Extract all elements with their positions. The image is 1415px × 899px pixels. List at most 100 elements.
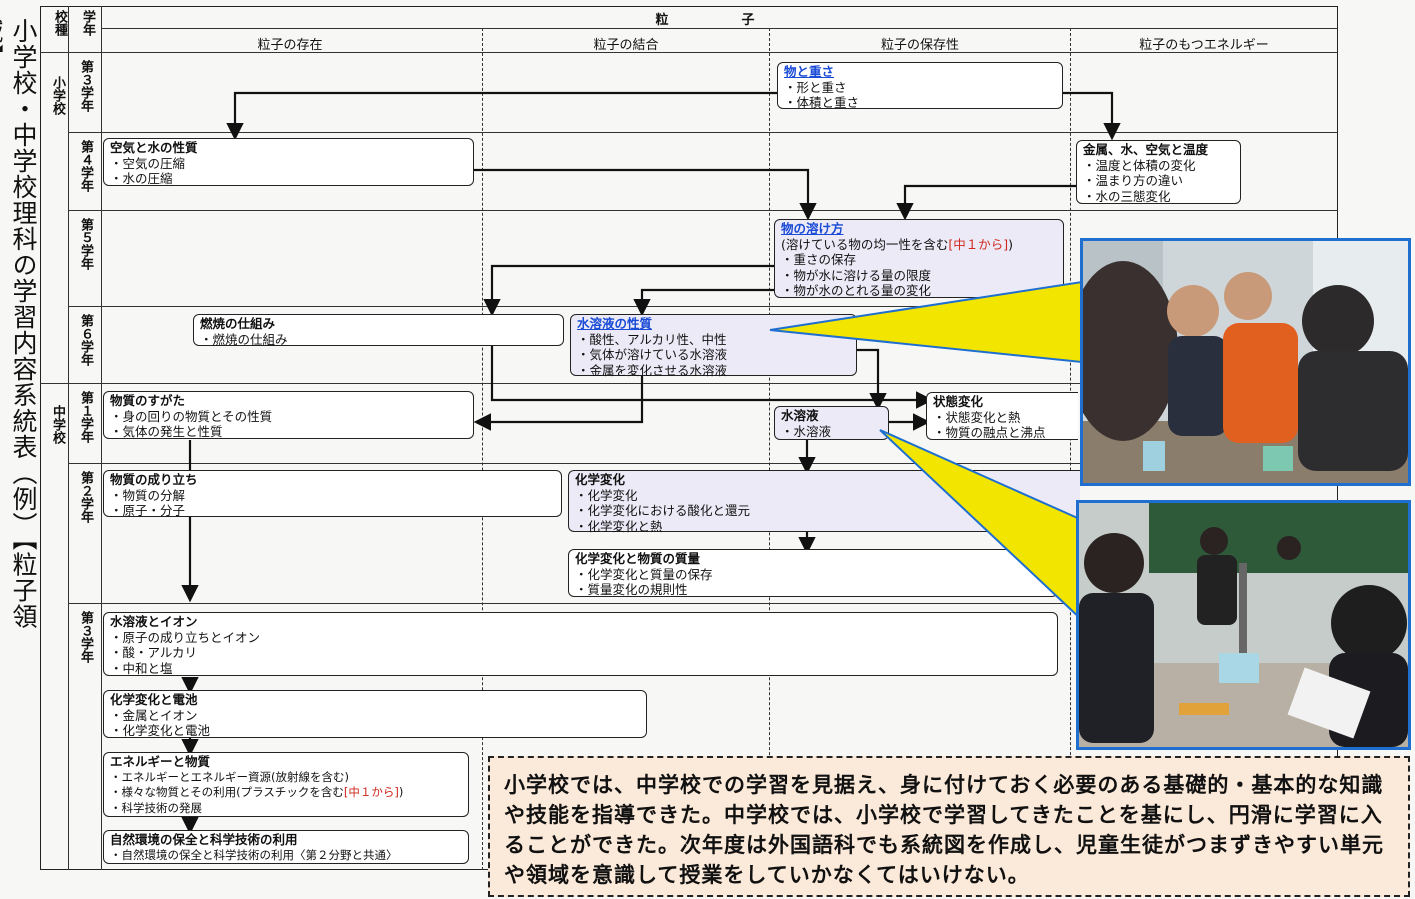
unit-suiyoueki: 水溶液 ・水溶液 <box>774 406 889 440</box>
unit-item: ・酸・アルカリ <box>110 645 198 660</box>
unit-item: ・金属とイオン <box>110 707 198 723</box>
unit-item: ・燃焼の仕組み <box>200 331 288 347</box>
unit-item: ・水溶液 <box>781 423 832 439</box>
school-type-header: 校種 <box>52 10 67 36</box>
row-line <box>68 210 1338 211</box>
unit-item: ・物が水のとれる量の変化 <box>781 283 932 298</box>
unit-item: ・物質の分解 <box>110 487 186 503</box>
unit-item: ・酸性、アルカリ性、中性 <box>577 331 727 347</box>
unit-kinzoku: 金属、水、空気と温度 ・温度と体積の変化 ・温まり方の違い ・水の三態変化 <box>1076 140 1241 204</box>
unit-title: 物質のすがた <box>110 393 186 408</box>
unit-ion: 水溶液とイオン ・原子の成り立ちとイオン ・酸・アルカリ ・中和と塩 <box>103 612 1058 676</box>
unit-item: ・中和と塩 <box>110 660 173 676</box>
unit-title: エネルギーと物質 <box>110 754 211 769</box>
unit-subtitle: (溶けている物の均一性を含む[中１から]) <box>781 237 1057 253</box>
unit-kuuki-mizu: 空気と水の性質 ・空気の圧縮 ・水の圧縮 <box>103 138 474 186</box>
unit-title: 化学変化 <box>575 472 626 487</box>
header-divider <box>101 28 1338 29</box>
unit-title: 自然環境の保全と科学技術の利用 <box>110 832 298 847</box>
unit-title: 水溶液とイオン <box>110 614 198 629</box>
unit-item: ・物質の融点と沸点 <box>933 425 1046 440</box>
column-header-existence: 粒子の存在 <box>257 38 323 53</box>
unit-item: ・エネルギーとエネルギー資源(放射線を含む) <box>110 769 349 784</box>
grade-header: 学年 <box>80 10 95 36</box>
school-elementary: 小学校 <box>50 76 65 115</box>
unit-item: ・原子・分子 <box>110 503 186 518</box>
subtitle-text: (溶けている物の均一性を含む <box>781 236 949 252</box>
unit-title: 空気と水の性質 <box>110 140 198 155</box>
unit-item: ・気体が溶けている水溶液 <box>577 347 728 362</box>
unit-title: 物と重さ <box>784 64 835 79</box>
grade-e3: 第３学年 <box>78 60 93 112</box>
unit-shitsuryou: 化学変化と物質の質量 ・化学変化と質量の保存 ・質量変化の規則性 <box>568 549 1058 597</box>
unit-title: 燃焼の仕組み <box>200 316 276 331</box>
unit-item: ・空気の圧縮 <box>110 155 186 171</box>
grade-e6: 第６学年 <box>78 314 93 366</box>
unit-item: ・状態変化と熱 <box>933 409 1021 425</box>
unit-title: 化学変化と電池 <box>110 692 198 707</box>
unit-item: ・金属を変化させる水溶液 <box>577 362 728 378</box>
row-line <box>68 463 1338 464</box>
unit-item: ・質量変化の規則性 <box>575 582 688 597</box>
school-column-line <box>68 6 69 870</box>
grade-e4: 第４学年 <box>78 140 93 192</box>
unit-shizen: 自然環境の保全と科学技術の利用 ・自然環境の保全と科学技術の利用〈第２分野と共通… <box>103 830 469 864</box>
unit-naritachi: 物質の成り立ち ・物質の分解 ・原子・分子 <box>103 470 562 518</box>
unit-item: ・科学技術の発展 <box>110 800 202 815</box>
unit-item: ・原子の成り立ちとイオン <box>110 629 261 645</box>
unit-item: ・体積と重さ <box>784 95 860 110</box>
unit-title: 物質の成り立ち <box>110 472 198 487</box>
unit-title: 物の溶け方 <box>781 221 844 236</box>
photo-elementary-experiment <box>1080 238 1411 486</box>
unit-item: ・化学変化と電池 <box>110 723 211 738</box>
side-title: 小学校・中学校理科の学習内容系統表（例）【粒子領域】 <box>0 18 38 630</box>
unit-tokekata: 物の溶け方 (溶けている物の均一性を含む[中１から]) ・重さの保存 ・物が水に… <box>774 219 1064 298</box>
unit-title: 水溶液の性質 <box>577 316 653 331</box>
column-header-binding: 粒子の結合 <box>593 38 659 53</box>
column-header-energy: 粒子のもつエネルギー <box>1139 38 1269 53</box>
unit-item: ・物が水に溶ける量の限度 <box>781 267 932 283</box>
unit-energy: エネルギーと物質 ・エネルギーとエネルギー資源(放射線を含む) ・様々な物質とそ… <box>103 752 469 817</box>
item-note: [中１から] <box>343 785 399 799</box>
grade-column-line <box>101 6 102 870</box>
unit-joutai: 状態変化 ・状態変化と熱 ・物質の融点と沸点 <box>926 392 1078 440</box>
unit-item: ・温まり方の違い <box>1083 173 1184 188</box>
unit-title: 水溶液 <box>781 408 819 423</box>
row-line <box>68 603 1338 604</box>
school-divider-line <box>40 383 1338 384</box>
subtitle-close: ) <box>1008 236 1014 252</box>
photo-junior-high-experiment <box>1076 500 1411 750</box>
unit-item: ・化学変化と熱 <box>575 518 663 534</box>
unit-title: 状態変化 <box>933 394 984 409</box>
unit-item: ・身の回りの物質とその性質 <box>110 408 273 424</box>
column-divider-1 <box>482 28 483 870</box>
unit-item: ・水の三態変化 <box>1083 188 1171 204</box>
grade-j3: 第３学年 <box>78 611 93 663</box>
unit-item: ・気体の発生と性質 <box>110 424 223 439</box>
unit-title: 化学変化と物質の質量 <box>575 551 701 566</box>
subtitle-note: [中１から] <box>948 236 1009 252</box>
row-line <box>68 132 1338 133</box>
column-header-conservation: 粒子の保存性 <box>880 38 959 53</box>
unit-denchi: 化学変化と電池 ・金属とイオン ・化学変化と電池 <box>103 690 647 738</box>
unit-item: ・様々な物質とその利用(プラスチックを含む[中１から]) <box>110 785 466 801</box>
photo-image <box>1083 241 1408 483</box>
item-text: ・様々な物質とその利用(プラスチックを含む <box>110 785 344 799</box>
column-divider-3 <box>1070 28 1071 870</box>
row-line <box>68 306 1338 307</box>
unit-title: 金属、水、空気と温度 <box>1083 142 1209 157</box>
unit-item: ・温度と体積の変化 <box>1083 157 1196 173</box>
unit-item: ・化学変化 <box>575 487 638 503</box>
unit-mono-omosa: 物と重さ ・形と重さ ・体積と重さ <box>777 62 1063 110</box>
unit-nenshou: 燃焼の仕組み ・燃焼の仕組み <box>193 314 564 347</box>
unit-busshitsu-sugata: 物質のすがた ・身の回りの物質とその性質 ・気体の発生と性質 <box>103 391 474 439</box>
unit-item: ・水の圧縮 <box>110 171 173 186</box>
grade-j1: 第１学年 <box>78 391 93 443</box>
unit-item: ・化学変化と質量の保存 <box>575 566 713 582</box>
reflection-note: 小学校では、中学校での学習を見据え、身に付けておく必要のある基礎的・基本的な知識… <box>488 756 1410 897</box>
school-junior-high: 中学校 <box>50 405 65 444</box>
unit-item: ・化学変化における酸化と還元 <box>575 503 751 518</box>
grade-e5: 第５学年 <box>78 218 93 270</box>
domain-header: 粒 子 <box>655 13 785 28</box>
header-bottom-line <box>40 52 1338 53</box>
